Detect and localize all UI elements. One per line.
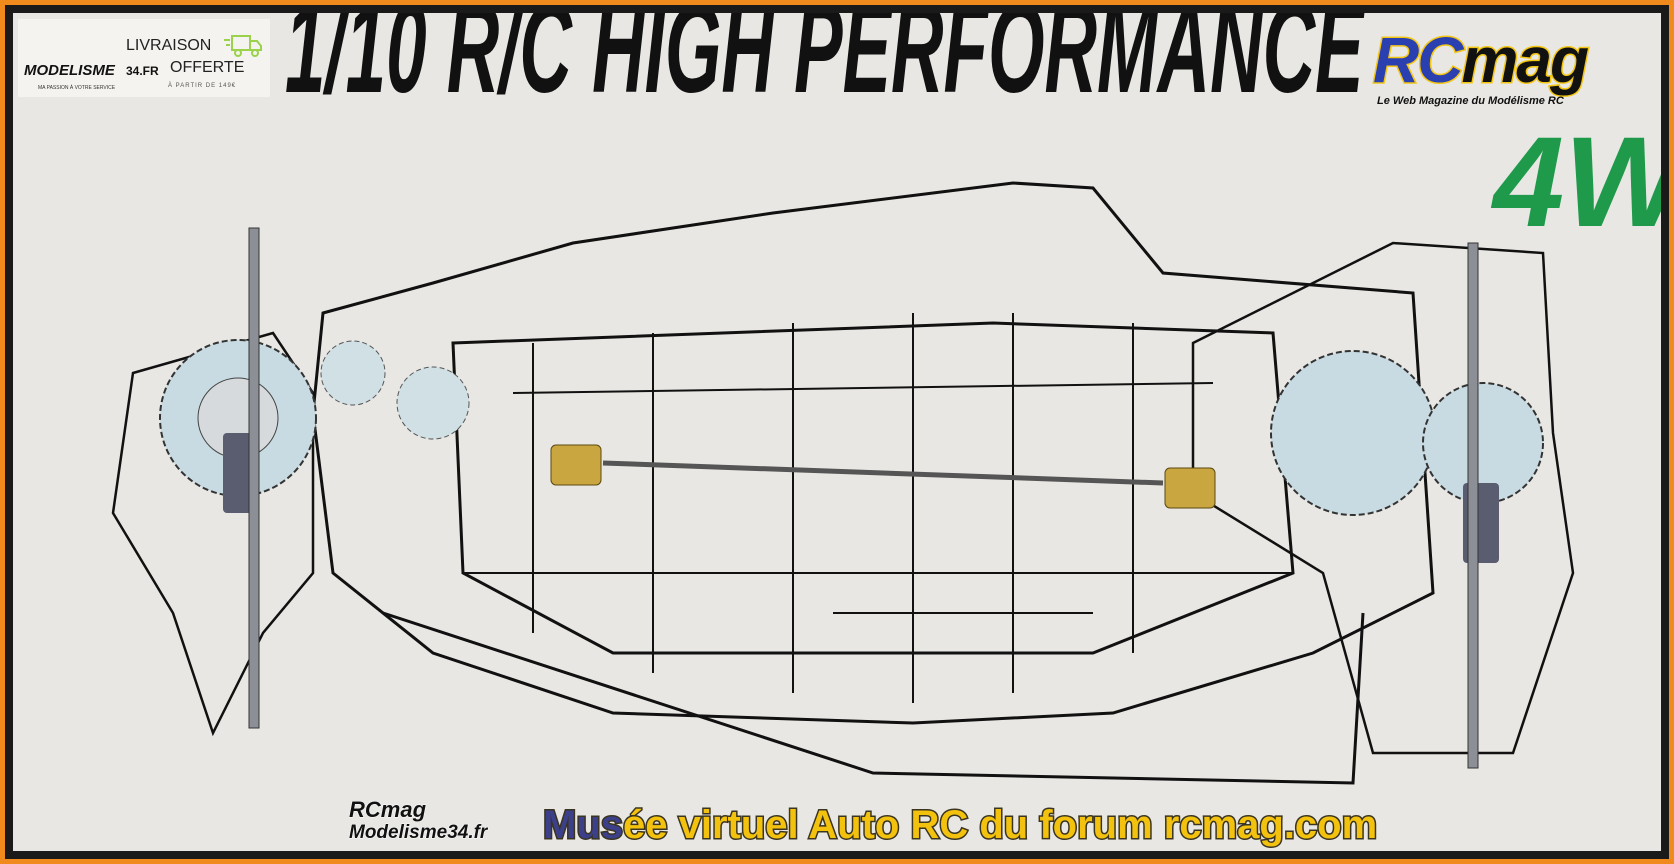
chassis-outline <box>311 181 1435 725</box>
rear-gear <box>1270 350 1544 563</box>
bottom-rail <box>382 611 1365 785</box>
chassis-drivetrain-diagram <box>111 181 1575 785</box>
promo-offerte: OFFERTE <box>170 59 245 76</box>
watermark-modelisme34: Modelisme34.fr <box>348 822 488 844</box>
rcmag-logo-mag: mag <box>1460 24 1591 96</box>
promo-brand: MODELISME <box>24 62 115 79</box>
front-gearbox <box>111 331 315 737</box>
box-title: 1/10 R/C HIGH PERFORMANCE <box>285 13 1364 120</box>
modelisme34-promo-banner[interactable]: MODELISME 34.FR MA PASSION À VOTRE SERVI… <box>18 19 270 97</box>
caption-highlight: Mus <box>542 802 625 849</box>
caption-text: ée virtuel Auto RC du forum rcmag.com <box>621 802 1378 849</box>
museum-caption: Musée virtuel Auto RC du forum rcmag.com <box>542 802 1379 849</box>
front-coupler <box>550 444 602 486</box>
rcmag-logo: RCmag Le Web Magazine du Modélisme RC <box>1371 24 1661 111</box>
watermark-rcmag: RCmag <box>348 797 427 822</box>
promo-livraison: LIVRAISON <box>126 37 212 54</box>
promo-tagline: MA PASSION À VOTRE SERVICE <box>38 85 116 91</box>
front-driveshaft <box>248 227 260 729</box>
rcmag-logo-rc: RC <box>1371 24 1464 96</box>
promo-brand-suffix: 34.FR <box>126 64 159 78</box>
front-spur-gears <box>320 340 470 440</box>
rear-driveshaft <box>1467 242 1479 769</box>
box-title-4wd: 4W <box>1493 111 1661 254</box>
front-gear <box>159 339 317 513</box>
box-art-photo: 1/10 R/C HIGH PERFORMANCE 4W MODELISME 3… <box>13 13 1661 851</box>
promo-threshold: À PARTIR DE 149€ <box>168 83 237 89</box>
photo-frame: 1/10 R/C HIGH PERFORMANCE 4W MODELISME 3… <box>5 5 1669 859</box>
rear-coupler <box>1164 467 1216 509</box>
rcmag-tagline: Le Web Magazine du Modélisme RC <box>1377 95 1564 107</box>
watermark-logo: RCmag Modelisme34.fr <box>348 797 488 845</box>
tub-inner <box>451 321 1295 655</box>
delivery-truck-icon <box>224 35 262 57</box>
propeller-shaft <box>602 460 1164 486</box>
